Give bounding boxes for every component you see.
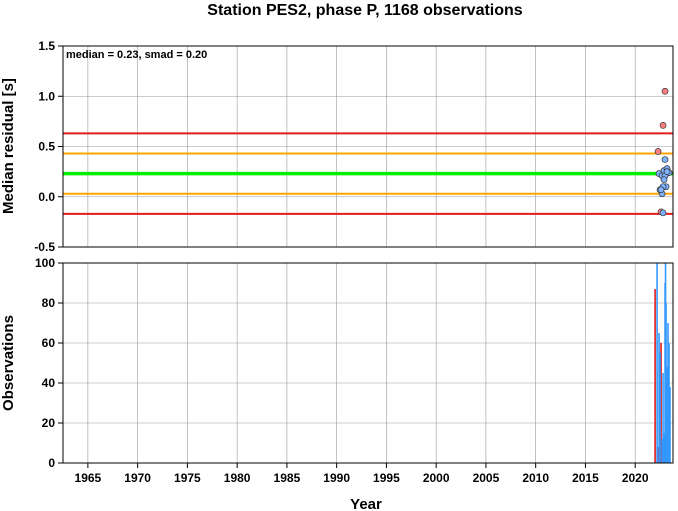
bottom-y-axis-label: Observations [0,315,17,411]
x-tick-label: 1965 [75,471,102,485]
x-tick-label: 2005 [473,471,500,485]
top-y-ticks: -0.5 0.0 0.5 1.0 1.5 [34,39,63,254]
top-scatter-points [654,87,673,217]
bottom-plot-frame [62,262,674,464]
scatter-point [663,168,671,175]
bar [660,343,662,463]
bar [669,387,671,463]
top-y-tick-label: -0.5 [34,240,55,254]
x-tick-label: 2015 [572,471,599,485]
bar [667,323,669,463]
scatter-point [660,176,668,184]
bar [665,303,667,463]
stats-annotation: median = 0.23, smad = 0.20 [66,49,207,61]
scatter-point [657,186,665,194]
top-y-tick-label: 0.5 [38,140,55,154]
bottom-y-tick-label: 100 [35,256,55,270]
bottom-y-tick-label: 20 [42,416,56,430]
x-tick-label: 1980 [224,471,251,485]
bar [657,447,659,463]
x-tick-label: 1975 [174,471,201,485]
bottom-bars [654,263,671,463]
x-tick-label: 2000 [423,471,450,485]
scatter-point [659,209,667,217]
bar [663,433,665,463]
x-axis-label: Year [350,496,382,511]
bottom-y-tick-label: 40 [42,376,56,390]
bar [668,343,670,463]
bar [654,289,656,463]
bar [666,367,668,463]
x-tick-label: 1990 [323,471,350,485]
bar [658,333,660,463]
bottom-x-ticks: 1965 1970 1975 1980 1985 1990 1995 2000 2005 2010… [75,463,649,485]
bar [656,263,658,463]
top-y-axis-label: Median residual [s] [0,78,17,214]
scatter-point [654,148,662,155]
chart-title: Station PES2, phase P, 1168 observations [207,2,523,19]
scatter-point [661,87,669,95]
bar [661,439,663,463]
top-y-tick-label: 0.0 [38,190,55,204]
top-reference-lines [63,132,673,215]
bottom-y-tick-label: 0 [48,456,55,470]
bottom-y-tick-label: 80 [42,296,56,310]
x-tick-label: 1995 [373,471,400,485]
bottom-grid [63,262,673,464]
x-tick-label: 2010 [522,471,549,485]
x-tick-label: 1970 [124,471,151,485]
x-tick-label: 1985 [274,471,301,485]
scatter-point [659,122,667,129]
bottom-y-tick-label: 60 [42,336,56,350]
bar [659,353,661,463]
top-y-tick-label: 1.5 [38,39,55,53]
bar [662,373,664,463]
x-tick-label: 2020 [622,471,649,485]
scatter-point [661,156,669,163]
bottom-y-ticks: 0 20 40 60 80 100 [35,256,63,470]
top-y-tick-label: 1.0 [38,89,55,103]
top-grid [63,45,673,248]
